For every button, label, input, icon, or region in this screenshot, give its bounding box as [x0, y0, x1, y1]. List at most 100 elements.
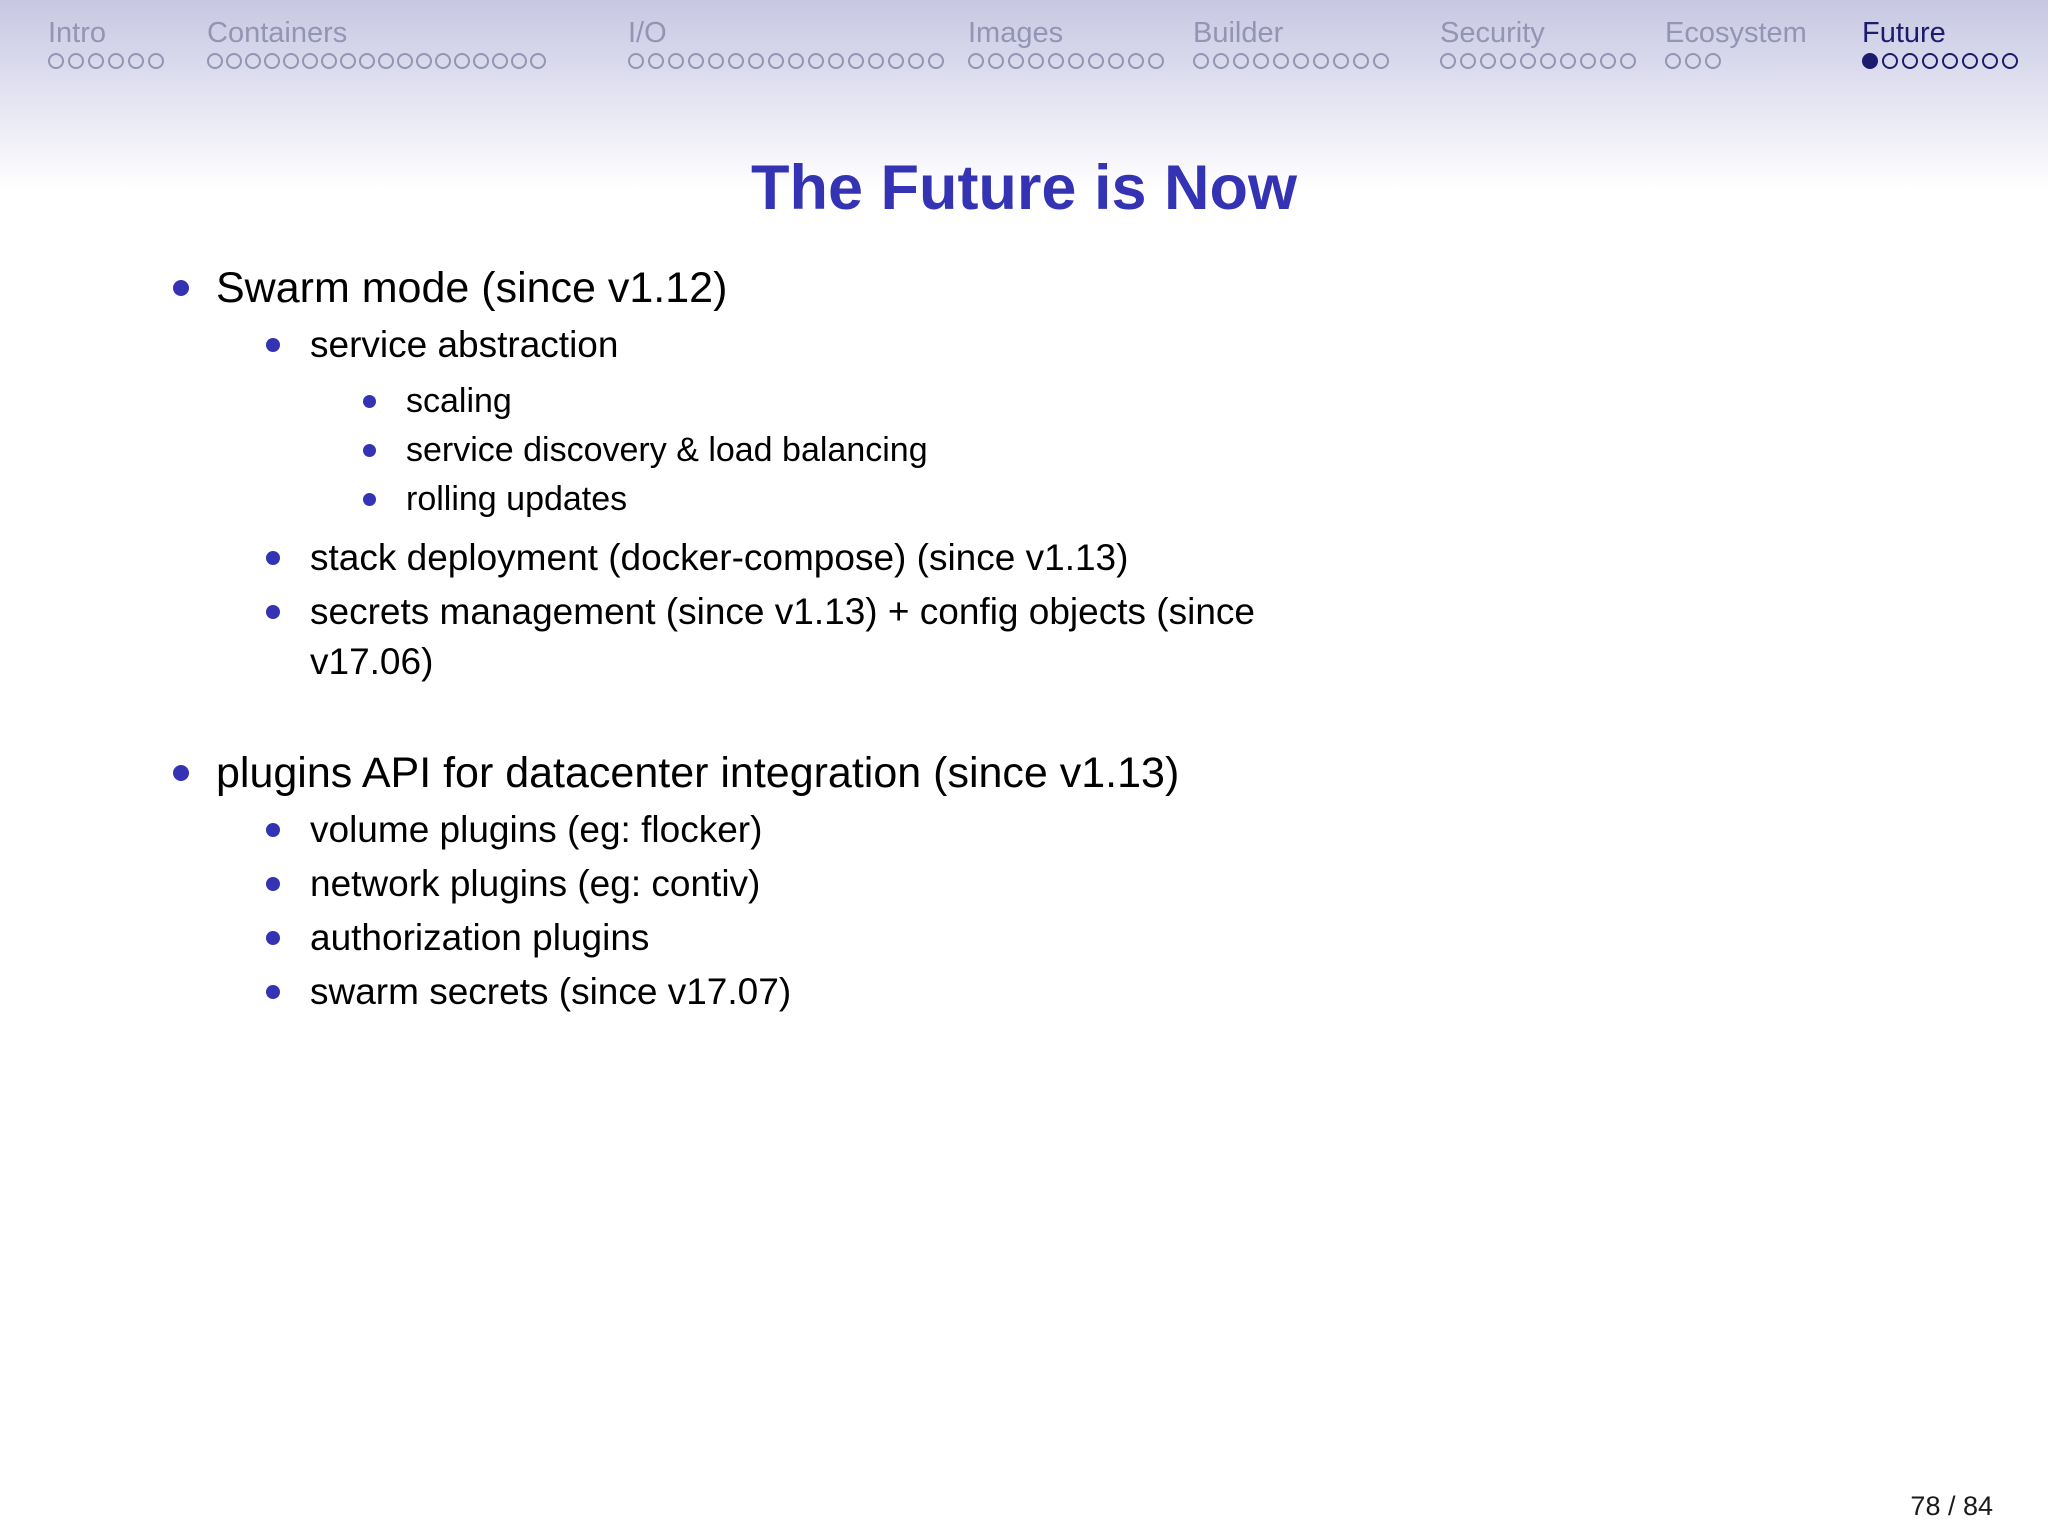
nav-dot-icon[interactable]	[928, 53, 944, 69]
nav-dot-icon[interactable]	[88, 53, 104, 69]
nav-dot-icon[interactable]	[473, 53, 489, 69]
nav-dot-icon[interactable]	[1108, 53, 1124, 69]
nav-dot-icon[interactable]	[1480, 53, 1496, 69]
nav-dot-icon[interactable]	[1665, 53, 1681, 69]
nav-dot-icon[interactable]	[1048, 53, 1064, 69]
nav-dot-icon[interactable]	[968, 53, 984, 69]
nav-section-label[interactable]: Builder	[1193, 17, 1284, 49]
nav-dot-icon[interactable]	[435, 53, 451, 69]
nav-dot-icon[interactable]	[2002, 53, 2018, 69]
nav-dot-icon[interactable]	[868, 53, 884, 69]
nav-dot-icon[interactable]	[48, 53, 64, 69]
nav-dot-icon[interactable]	[908, 53, 924, 69]
nav-dot-icon[interactable]	[1962, 53, 1978, 69]
nav-dot-icon[interactable]	[1008, 53, 1024, 69]
nav-dot-icon[interactable]	[1148, 53, 1164, 69]
nav-dot-icon[interactable]	[283, 53, 299, 69]
nav-dot-icon[interactable]	[1353, 53, 1369, 69]
nav-dot-icon[interactable]	[1500, 53, 1516, 69]
nav-dot-icon[interactable]	[1440, 53, 1456, 69]
nav-section-label[interactable]: Containers	[207, 17, 348, 49]
nav-dot-icon[interactable]	[848, 53, 864, 69]
nav-section-intro[interactable]: Intro	[48, 16, 164, 69]
nav-dot-icon[interactable]	[1600, 53, 1616, 69]
nav-dot-icon[interactable]	[302, 53, 318, 69]
nav-dot-icon[interactable]	[1088, 53, 1104, 69]
nav-dot-icon[interactable]	[68, 53, 84, 69]
nav-dot-icon[interactable]	[788, 53, 804, 69]
nav-dot-icon[interactable]	[1028, 53, 1044, 69]
nav-dot-icon[interactable]	[340, 53, 356, 69]
nav-dot-icon[interactable]	[530, 53, 546, 69]
nav-dot-icon[interactable]	[1193, 53, 1209, 69]
nav-dot-icon[interactable]	[492, 53, 508, 69]
nav-dot-icon[interactable]	[1902, 53, 1918, 69]
nav-dot-icon[interactable]	[1620, 53, 1636, 69]
nav-dot-icon[interactable]	[245, 53, 261, 69]
nav-dot-icon[interactable]	[1233, 53, 1249, 69]
nav-dot-icon[interactable]	[988, 53, 1004, 69]
nav-dot-icon[interactable]	[1460, 53, 1476, 69]
nav-dot-icon[interactable]	[808, 53, 824, 69]
nav-section-label[interactable]: Ecosystem	[1665, 17, 1807, 49]
nav-dot-icon[interactable]	[628, 53, 644, 69]
nav-dot-icon[interactable]	[1882, 53, 1898, 69]
nav-section-label[interactable]: Security	[1440, 17, 1545, 49]
nav-dot-icon[interactable]	[1333, 53, 1349, 69]
nav-dot-icon[interactable]	[768, 53, 784, 69]
nav-dot-current-icon[interactable]	[1862, 53, 1878, 69]
nav-dot-icon[interactable]	[1213, 53, 1229, 69]
nav-dot-icon[interactable]	[1580, 53, 1596, 69]
nav-section-future[interactable]: Future	[1862, 16, 2018, 69]
nav-dot-icon[interactable]	[511, 53, 527, 69]
nav-dot-icon[interactable]	[359, 53, 375, 69]
nav-dot-icon[interactable]	[888, 53, 904, 69]
nav-dot-icon[interactable]	[1253, 53, 1269, 69]
nav-dot-icon[interactable]	[688, 53, 704, 69]
nav-section-label[interactable]: Images	[968, 17, 1064, 49]
nav-dot-icon[interactable]	[1540, 53, 1556, 69]
nav-dot-icon[interactable]	[226, 53, 242, 69]
nav-dot-icon[interactable]	[1922, 53, 1938, 69]
nav-dot-icon[interactable]	[454, 53, 470, 69]
nav-section-containers[interactable]: Containers	[207, 16, 546, 69]
nav-section-images[interactable]: Images	[968, 16, 1164, 69]
nav-section-ecosystem[interactable]: Ecosystem	[1665, 16, 1807, 69]
nav-dot-icon[interactable]	[1520, 53, 1536, 69]
nav-dot-icon[interactable]	[321, 53, 337, 69]
nav-dot-icon[interactable]	[1982, 53, 1998, 69]
nav-dot-icon[interactable]	[668, 53, 684, 69]
nav-section-i-o[interactable]: I/O	[628, 16, 944, 69]
nav-dot-icon[interactable]	[108, 53, 124, 69]
nav-dot-icon[interactable]	[1313, 53, 1329, 69]
nav-dot-icon[interactable]	[728, 53, 744, 69]
nav-dot-icon[interactable]	[708, 53, 724, 69]
nav-dot-icon[interactable]	[1293, 53, 1309, 69]
nav-dot-icon[interactable]	[1685, 53, 1701, 69]
nav-section-builder[interactable]: Builder	[1193, 16, 1389, 69]
nav-dot-icon[interactable]	[1373, 53, 1389, 69]
nav-section-label[interactable]: Intro	[48, 17, 107, 49]
nav-section-label[interactable]: I/O	[628, 17, 667, 49]
nav-dot-icon[interactable]	[1068, 53, 1084, 69]
nav-dot-icon[interactable]	[128, 53, 144, 69]
nav-dot-icon[interactable]	[264, 53, 280, 69]
bullet-icon	[266, 985, 280, 999]
nav-dot-icon[interactable]	[397, 53, 413, 69]
nav-dot-icon[interactable]	[1273, 53, 1289, 69]
nav-dot-icon[interactable]	[1942, 53, 1958, 69]
nav-section-label[interactable]: Future	[1862, 17, 1946, 49]
bullet-text: service discovery & load balancing	[406, 431, 928, 469]
nav-dot-icon[interactable]	[207, 53, 223, 69]
nav-dot-icon[interactable]	[828, 53, 844, 69]
nav-slide-dots	[1665, 53, 1807, 69]
nav-dot-icon[interactable]	[378, 53, 394, 69]
nav-dot-icon[interactable]	[748, 53, 764, 69]
nav-section-security[interactable]: Security	[1440, 16, 1636, 69]
nav-dot-icon[interactable]	[148, 53, 164, 69]
nav-dot-icon[interactable]	[648, 53, 664, 69]
nav-dot-icon[interactable]	[416, 53, 432, 69]
nav-dot-icon[interactable]	[1128, 53, 1144, 69]
nav-dot-icon[interactable]	[1705, 53, 1721, 69]
nav-dot-icon[interactable]	[1560, 53, 1576, 69]
